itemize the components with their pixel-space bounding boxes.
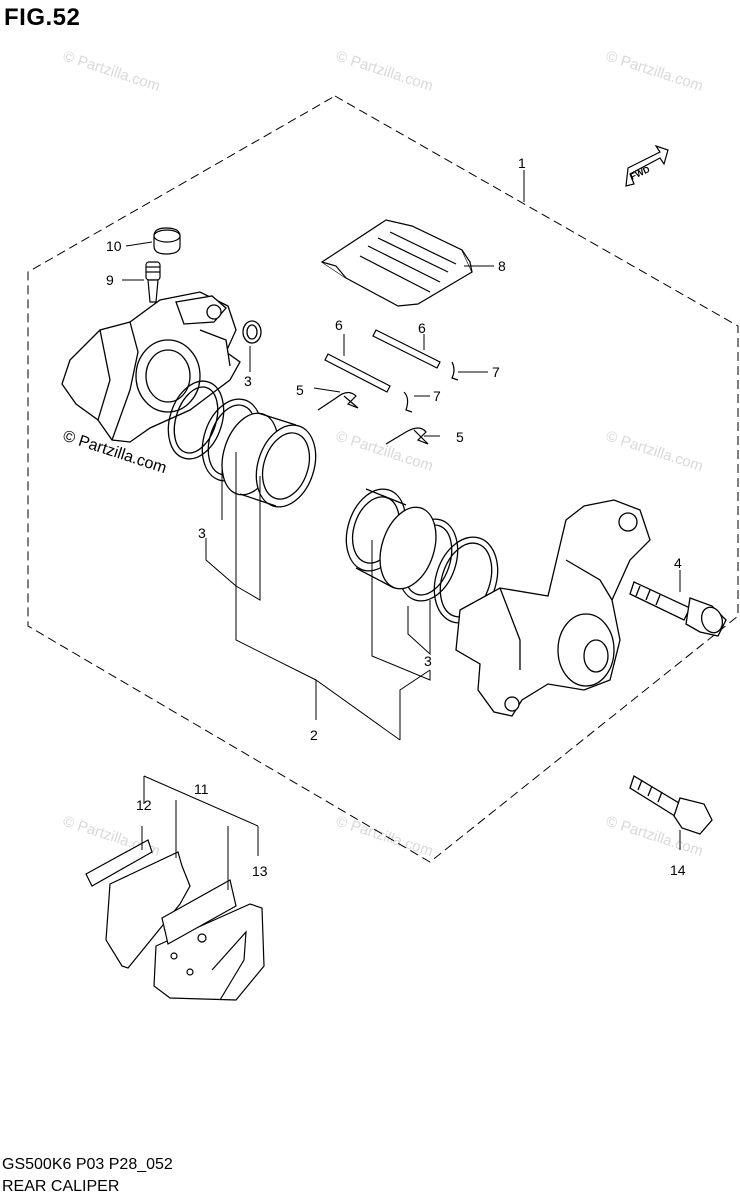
pad-spring-part	[320, 219, 473, 307]
callout-7a: 7	[492, 364, 500, 380]
callout-13: 13	[252, 863, 268, 879]
caliper-bolt-part	[629, 581, 727, 637]
watermark: © Partzilla.com	[61, 48, 162, 95]
callout-5b: 5	[456, 429, 464, 445]
callout-14: 14	[670, 862, 686, 878]
fwd-arrow-icon: FWD	[625, 144, 669, 187]
pad-pins-part	[324, 329, 441, 393]
watermark: © Partzilla.com	[334, 813, 435, 860]
callout-6b: 6	[418, 320, 426, 336]
brake-pad-set-part	[85, 839, 265, 1001]
leader-lines	[122, 170, 681, 890]
callout-3b: 3	[198, 525, 206, 541]
callout-6a: 6	[335, 317, 343, 333]
callout-9: 9	[106, 272, 114, 288]
seal-small-part	[242, 320, 262, 344]
model-code: GS500K6 P03 P28_052	[2, 1156, 173, 1173]
bleeder-valve-part	[145, 261, 161, 303]
callout-10: 10	[106, 238, 122, 254]
watermark: © Partzilla.com	[604, 428, 705, 475]
callout-11: 11	[194, 781, 209, 797]
watermark-group: © Partzilla.com © Partzilla.com © Partzi…	[61, 48, 705, 860]
piston-left-part	[221, 412, 317, 508]
callout-7b: 7	[433, 388, 441, 404]
mounting-bolt-part	[629, 775, 713, 835]
assembly-outline	[27, 95, 739, 863]
callout-8: 8	[498, 258, 506, 274]
bleeder-cap-part	[153, 227, 181, 255]
watermark: © Partzilla.com	[334, 428, 435, 475]
pad-retainers-part	[317, 391, 429, 445]
callout-1: 1	[518, 155, 526, 171]
figure-title: FIG.52	[4, 4, 81, 31]
watermark: © Partzilla.com	[334, 48, 435, 95]
callout-4: 4	[674, 555, 682, 571]
callout-2: 2	[310, 727, 318, 743]
callout-3a: 3	[244, 373, 252, 389]
callout-labels: 1 2 3 3 3 4 5 5 6 6 7 7 8 9 10 11 12 13 …	[106, 155, 686, 879]
caliper-body-left-part	[61, 291, 241, 443]
callout-3c: 3	[424, 653, 432, 669]
pin-clips-part	[403, 361, 459, 413]
watermark: © Partzilla.com	[604, 48, 705, 95]
caliper-body-right-part	[455, 499, 651, 717]
callout-5a: 5	[296, 382, 304, 398]
piston-seals-right-part	[397, 518, 499, 624]
piston-right-part	[345, 488, 437, 590]
figure-name: REAR CALIPER	[2, 1178, 120, 1195]
callout-12: 12	[136, 797, 152, 813]
